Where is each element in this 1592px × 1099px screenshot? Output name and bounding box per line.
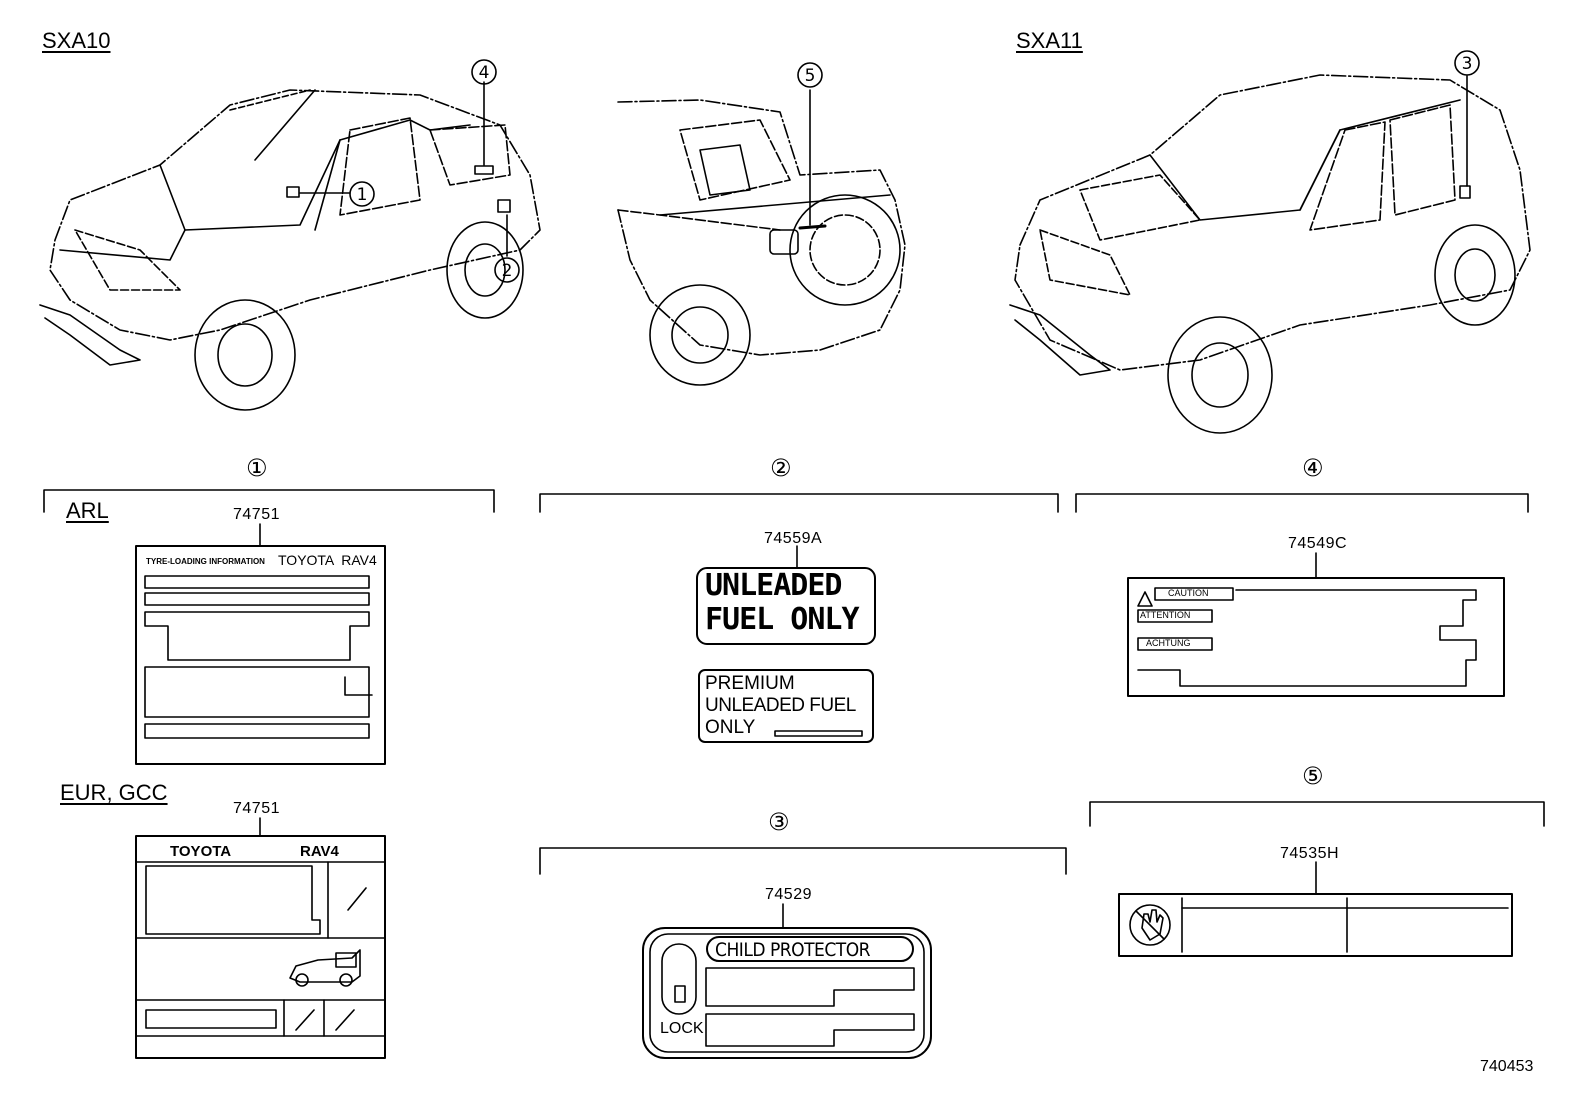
section-callout-5: ⑤ <box>1302 762 1324 790</box>
vehicle-rear-open <box>617 89 906 386</box>
region-label-eur-gcc: EUR, GCC <box>60 780 168 805</box>
fuel-only-text: FUEL ONLY <box>705 602 860 637</box>
section-callout-4: ④ <box>1302 454 1324 482</box>
label-74751-arl <box>135 545 386 765</box>
part-number-74559a: 74559A <box>764 530 823 547</box>
rav4-text: RAV4 <box>300 843 339 860</box>
callout-2-vehicle: 2 <box>502 261 513 281</box>
part-number-74751-arl: 74751 <box>233 506 280 523</box>
callout-5-vehicle: 5 <box>805 66 816 86</box>
bracket-5 <box>1089 801 1545 827</box>
bracket-3 <box>539 847 1067 875</box>
section-callout-2: ② <box>770 454 792 482</box>
part-number-74529: 74529 <box>765 886 812 903</box>
vehicle-sxa11-front <box>1009 74 1531 434</box>
lock-text: LOCK <box>660 1020 704 1037</box>
vehicle-sxa10-front <box>39 81 541 411</box>
caution-text: CAUTION <box>1168 588 1209 598</box>
bracket-1 <box>43 489 495 513</box>
premium-unleaded-fuel-text: UNLEADED FUEL <box>705 695 856 716</box>
child-protector-text: CHILD PROTECTOR <box>715 939 871 961</box>
premium-only-text: ONLY <box>705 717 756 738</box>
premium-text: PREMIUM <box>705 673 795 694</box>
part-number-74549c: 74549C <box>1288 535 1348 552</box>
bracket-4 <box>1075 493 1529 513</box>
toyota-text: TOYOTA <box>170 843 232 860</box>
label-74751-eur-gcc <box>135 835 386 1059</box>
model-title-sxa10: SXA10 <box>42 28 111 53</box>
attention-text: ATTENTION <box>1140 610 1191 620</box>
section-callout-3: ③ <box>768 808 790 836</box>
label-74535h <box>1118 893 1513 957</box>
figure-id: 740453 <box>1480 1058 1534 1075</box>
part-number-74751-eur: 74751 <box>233 800 280 817</box>
achtung-text: ACHTUNG <box>1146 638 1191 648</box>
part-number-74535h: 74535H <box>1280 845 1340 862</box>
label-unleaded-fuel-only <box>696 567 876 645</box>
tyre-loading-text: TYRE-LOADING INFORMATION <box>146 557 265 566</box>
callout-1-vehicle: 1 <box>357 185 368 205</box>
callout-4-vehicle: 4 <box>479 63 490 83</box>
callout-3-vehicle: 3 <box>1462 54 1473 74</box>
model-title-sxa11: SXA11 <box>1016 28 1083 53</box>
label-74549c <box>1127 577 1505 697</box>
section-callout-1: ① <box>246 454 268 482</box>
label-premium-unleaded <box>698 669 874 743</box>
region-label-arl: ARL <box>66 498 109 523</box>
toyota-rav4-text: TOYOTA RAV4 <box>278 552 377 568</box>
unleaded-text: UNLEADED <box>705 568 842 603</box>
label-74529 <box>642 927 932 1059</box>
bracket-2 <box>539 493 1059 513</box>
